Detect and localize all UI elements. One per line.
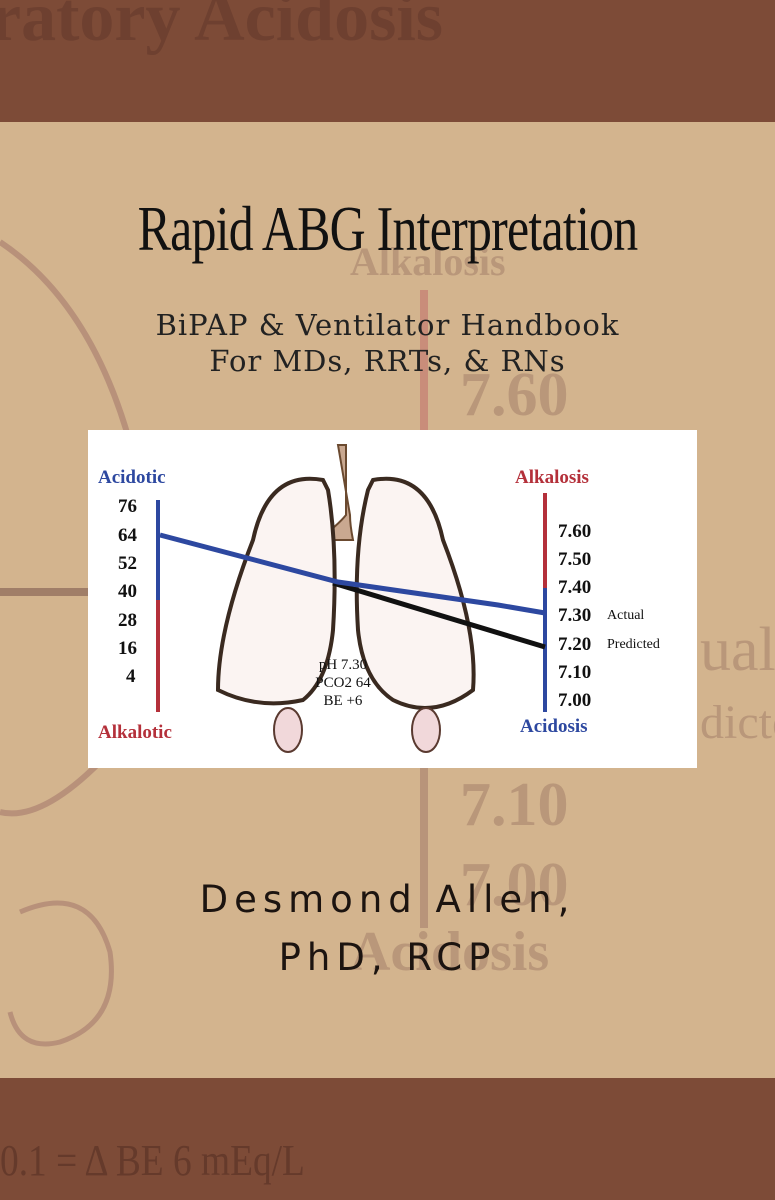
top-band: ratory Acidosis: [0, 0, 775, 122]
abg-diagram: Acidotic Alkalotic Alkalosis Acidosis 76…: [88, 430, 697, 768]
bg-axis: [420, 768, 428, 928]
diagram-graphics: [156, 444, 547, 753]
kidney-icon: [273, 707, 441, 753]
right-top-label: Alkalosis: [515, 467, 589, 488]
bottom-band: [0, 1078, 775, 1200]
ph-tick: 7.40: [558, 577, 592, 598]
bg-text: Alkalosis: [350, 239, 506, 284]
actual-line: [159, 532, 546, 616]
ph-value: pH 7.30: [318, 657, 368, 673]
right-bottom-label: Acidosis: [520, 716, 588, 737]
bg-text: Acidosis: [350, 921, 550, 983]
bg-text: 7.60: [460, 361, 569, 429]
book-title: Rapid ABG Interpretation: [137, 193, 639, 264]
pco2-tick: 4: [126, 666, 136, 687]
be-value: BE +6: [323, 693, 363, 709]
ph-tick: 7.30: [558, 605, 592, 626]
actual-label: Actual: [607, 608, 645, 623]
subtitle-line1: BiPAP & Ventilator Handbook: [155, 308, 620, 342]
top-watermark: ratory Acidosis: [0, 0, 444, 56]
bg-text: 7.10: [460, 771, 569, 839]
pco2-tick: 28: [118, 610, 137, 631]
pco2-value: PCO2 64: [315, 675, 371, 691]
ph-tick: 7.00: [558, 690, 592, 711]
pco2-tick: 40: [118, 581, 137, 602]
ph-tick: 7.50: [558, 549, 592, 570]
ph-tick: 7.10: [558, 662, 592, 683]
bg-axis: [420, 290, 428, 430]
ph-tick: 7.60: [558, 521, 592, 542]
bg-text: dicto: [700, 696, 775, 749]
bg-text: ual: [700, 616, 775, 684]
pco2-tick: 64: [118, 525, 137, 546]
author-credentials: PhD, RCP: [278, 936, 497, 979]
predicted-line: [332, 580, 546, 650]
left-top-label: Acidotic: [98, 467, 166, 488]
author-name: Desmond Allen,: [199, 878, 576, 921]
subtitle-line2: For MDs, RRTs, & RNs: [209, 344, 566, 378]
predicted-label: Predicted: [607, 637, 660, 652]
abg-values: pH 7.30 PCO2 64 BE +6: [298, 656, 388, 710]
pco2-tick: 16: [118, 638, 137, 659]
bg-text: 7.00: [460, 851, 569, 919]
ph-tick: 7.20: [558, 634, 592, 655]
pco2-tick: 76: [118, 496, 137, 517]
left-bottom-label: Alkalotic: [98, 722, 172, 743]
pco2-tick: 52: [118, 553, 137, 574]
bottom-watermark: 0.1 = Δ BE 6 mEq/L: [0, 1136, 305, 1185]
